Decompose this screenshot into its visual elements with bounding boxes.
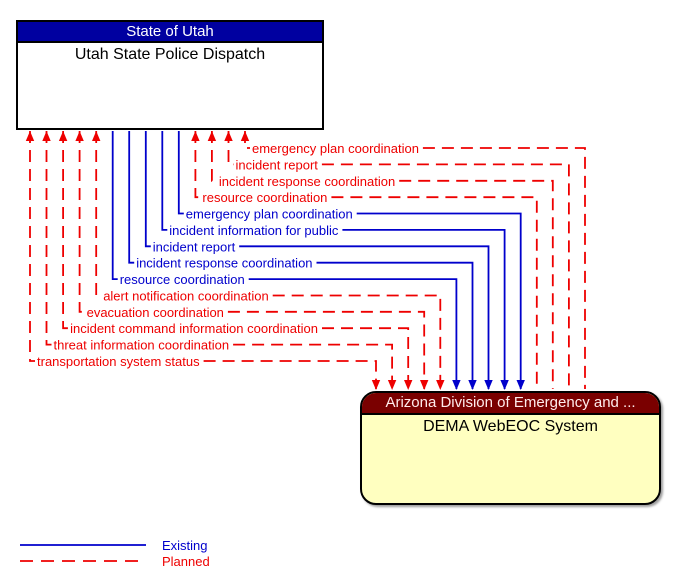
arrow-up-icon <box>191 131 200 141</box>
flow-line-planned <box>211 131 217 182</box>
flow-label: incident information for public <box>169 223 339 238</box>
legend-label-existing: Existing <box>162 538 208 553</box>
flow-line-planned <box>422 147 586 389</box>
flow-label: evacuation coordination <box>87 305 224 320</box>
arrow-down-icon <box>387 380 397 390</box>
flow-line-planned <box>272 294 442 389</box>
flow-label: transportation system status <box>37 354 200 369</box>
flow-line-planned <box>95 131 102 297</box>
flow-line-planned <box>45 131 52 346</box>
arrow-up-icon <box>207 131 217 141</box>
flow-line-existing <box>144 131 151 248</box>
entity-header-state-of-utah: State of Utah <box>18 22 322 43</box>
flow-label: resource coordination <box>120 272 245 287</box>
flow-line-planned <box>29 131 35 362</box>
entity-box-dema-webeoc-system: Arizona Division of Emergency and ... DE… <box>360 391 661 505</box>
entity-box-utah-state-police-dispatch: State of Utah Utah State Police Dispatch <box>16 20 324 130</box>
arrow-down-icon <box>371 380 381 390</box>
arrow-down-icon <box>420 380 429 390</box>
arrow-down-icon <box>516 380 525 390</box>
flow-line-planned <box>331 196 538 389</box>
arrow-up-icon <box>42 131 51 141</box>
legend-label-planned: Planned <box>162 554 210 569</box>
flow-line-existing <box>177 131 184 215</box>
flow-label: alert notification coordination <box>103 289 269 304</box>
flow-line-existing <box>248 278 458 389</box>
flow-label: emergency plan coordination <box>252 141 419 156</box>
arrow-down-icon <box>468 380 477 390</box>
entity-header-arizona-division-of-emergency: Arizona Division of Emergency and ... <box>362 393 659 415</box>
entity-title-utah-state-police-dispatch: Utah State Police Dispatch <box>74 46 266 63</box>
entity-title-dema-webeoc-system: DEMA WebEOC System <box>423 418 598 435</box>
arrow-up-icon <box>58 131 68 141</box>
flow-label: incident report <box>236 157 319 172</box>
flow-line-planned <box>62 131 69 330</box>
arrow-up-icon <box>240 131 250 141</box>
flow-line-planned <box>194 131 201 199</box>
flow-line-planned <box>399 179 554 389</box>
flow-line-planned <box>78 131 85 313</box>
flow-label: threat information coordination <box>54 338 230 353</box>
arrow-down-icon <box>436 380 445 390</box>
flow-line-existing <box>111 131 118 280</box>
flow-line-existing <box>161 131 168 231</box>
flow-line-planned <box>321 163 570 389</box>
flow-line-existing <box>316 261 474 389</box>
arrow-down-icon <box>404 380 413 390</box>
flow-label: incident report <box>153 239 236 254</box>
flow-line-existing <box>128 131 135 264</box>
arrow-down-icon <box>484 380 493 390</box>
flow-line-planned <box>244 131 250 149</box>
flow-line-planned <box>227 131 234 166</box>
arrow-down-icon <box>500 380 509 390</box>
flow-label: emergency plan coordination <box>186 207 353 222</box>
flow-line-planned <box>233 343 393 389</box>
arrow-up-icon <box>75 131 84 141</box>
flow-line-planned <box>227 310 426 389</box>
flow-line-existing <box>239 245 490 389</box>
flow-label: incident response coordination <box>136 256 312 271</box>
flow-line-planned <box>322 327 410 389</box>
arrow-up-icon <box>92 131 101 141</box>
flow-label: incident command information coordinatio… <box>70 321 318 336</box>
arrow-up-icon <box>25 131 35 141</box>
flow-label: incident response coordination <box>219 174 395 189</box>
flow-line-planned <box>203 360 377 389</box>
flow-line-existing <box>342 229 506 389</box>
flow-line-existing <box>356 212 522 389</box>
arrow-down-icon <box>452 380 461 390</box>
arrow-up-icon <box>224 131 233 141</box>
flow-label: resource coordination <box>202 190 327 205</box>
